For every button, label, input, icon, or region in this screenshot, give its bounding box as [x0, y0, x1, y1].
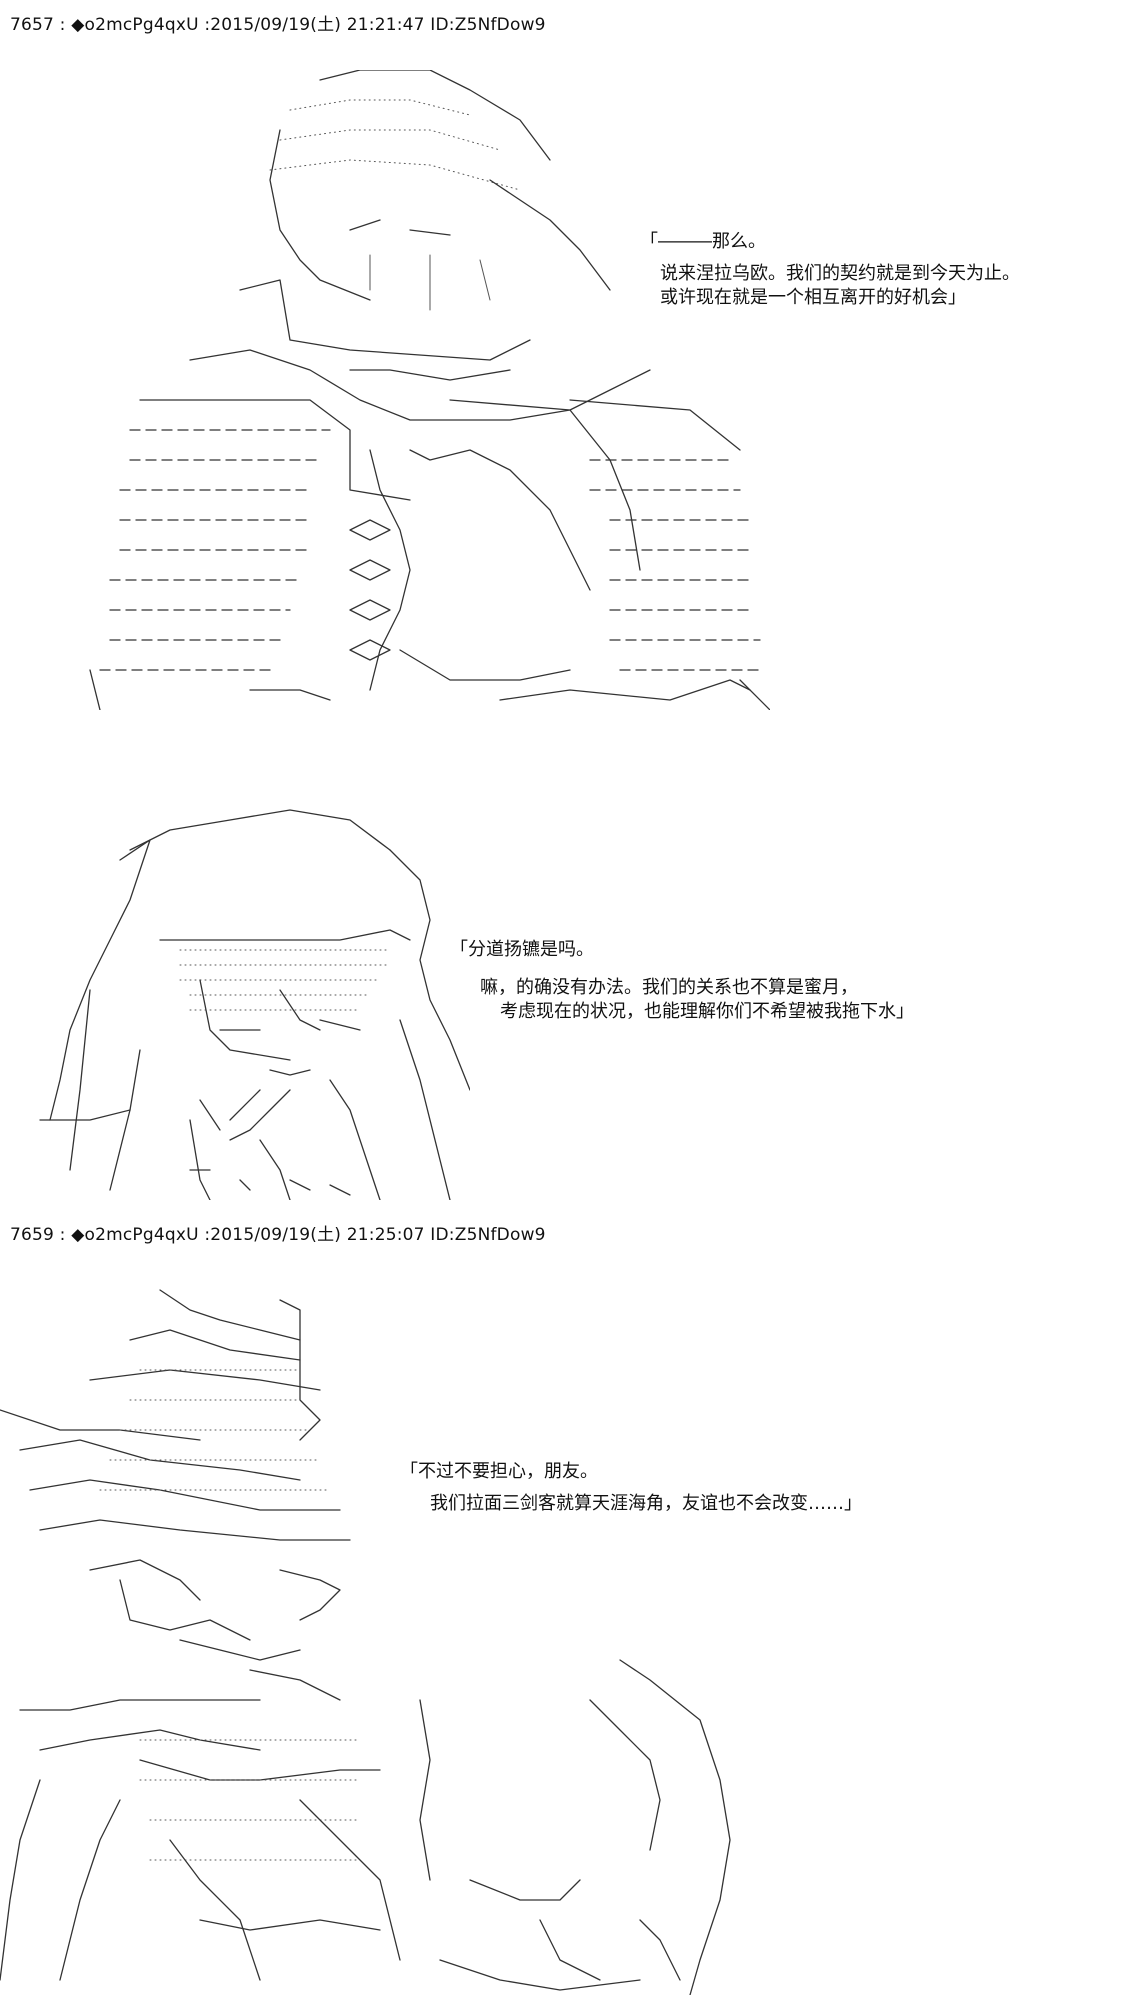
hooded-figure-ascii-art-icon — [30, 790, 470, 1200]
dialogue-line: 说来涅拉乌欧。我们的契约就是到今天为止。 — [660, 263, 1020, 284]
dialogue-box-2: 「分道扬镳是吗。 嘛，的确没有办法。我们的关系也不算是蜜月， 考虑现在的状况，也… — [450, 938, 914, 1024]
post-header-7657: 7657 : ◆o2mcPg4qxU :2015/09/19(土) 21:21:… — [10, 15, 546, 35]
dialogue-box-1: 「―――那么。 说来涅拉乌欧。我们的契约就是到今天为止。 或许现在就是一个相互离… — [640, 230, 1020, 310]
dialogue-line: 「分道扬镳是吗。 — [450, 939, 594, 960]
dialogue-line: 「不过不要担心，朋友。 — [400, 1461, 598, 1482]
post-header-7659: 7659 : ◆o2mcPg4qxU :2015/09/19(土) 21:25:… — [10, 1225, 546, 1245]
dialogue-line: 「―――那么。 — [640, 231, 766, 252]
dialogue-line: 或许现在就是一个相互离开的好机会」 — [660, 287, 966, 308]
spiky-haired-figure-ascii-art-icon — [0, 1280, 740, 1995]
dialogue-box-3: 「不过不要担心，朋友。 我们拉面三剑客就算天涯海角，友谊也不会改变……」 — [400, 1460, 862, 1516]
armored-figure-ascii-art-icon — [50, 70, 770, 710]
dialogue-line: 我们拉面三剑客就算天涯海角，友谊也不会改变……」 — [430, 1493, 862, 1514]
dialogue-line: 嘛，的确没有办法。我们的关系也不算是蜜月， — [480, 977, 858, 998]
dialogue-line: 考虑现在的状况，也能理解你们不希望被我拖下水」 — [500, 1001, 914, 1022]
